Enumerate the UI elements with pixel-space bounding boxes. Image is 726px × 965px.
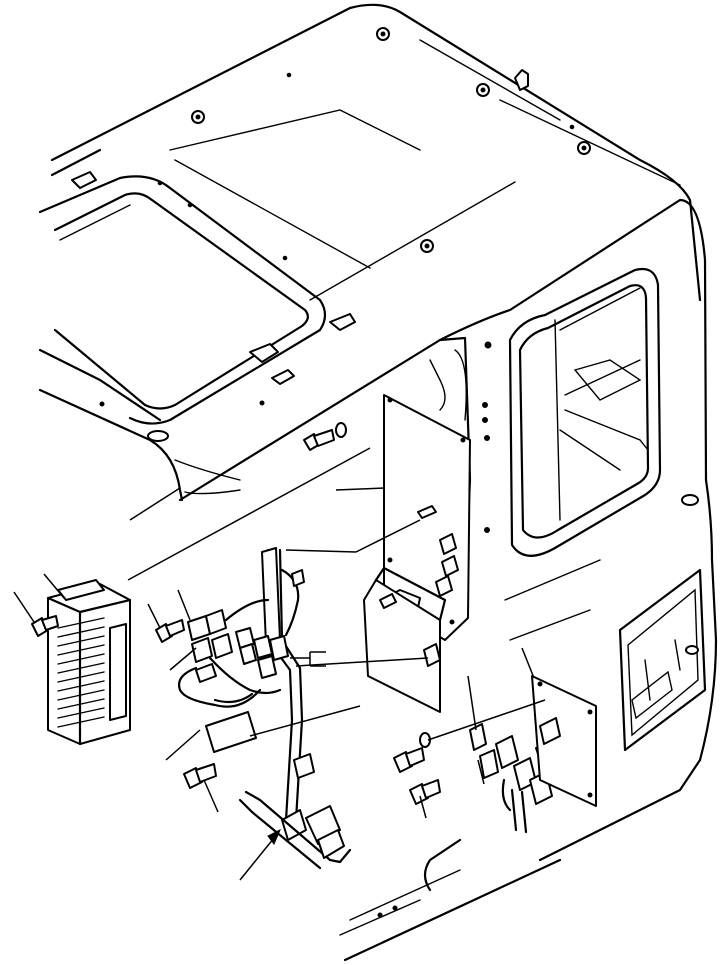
bolt xyxy=(303,429,335,451)
controller-tray xyxy=(363,566,447,713)
grille-line xyxy=(57,644,105,656)
grille-line xyxy=(57,617,105,629)
grille-line xyxy=(57,716,105,728)
grille-line xyxy=(57,671,105,683)
leader-lines xyxy=(13,447,546,881)
grille-line xyxy=(57,680,105,692)
bolt xyxy=(155,619,185,643)
bolt xyxy=(409,779,441,805)
grille-line xyxy=(57,707,105,719)
grille-line xyxy=(57,689,105,701)
controller-unit xyxy=(46,579,132,746)
grille-line xyxy=(57,653,105,665)
bolt xyxy=(393,747,425,773)
cab-shell xyxy=(38,3,718,962)
grille-line xyxy=(57,626,105,638)
bolt xyxy=(183,763,217,789)
wiring-harness xyxy=(178,547,597,870)
washer xyxy=(335,422,347,438)
bolt xyxy=(31,615,59,637)
arrow-icon xyxy=(267,828,281,845)
grille-line xyxy=(57,635,105,647)
grille-line xyxy=(57,662,105,674)
grille-line xyxy=(57,698,105,710)
